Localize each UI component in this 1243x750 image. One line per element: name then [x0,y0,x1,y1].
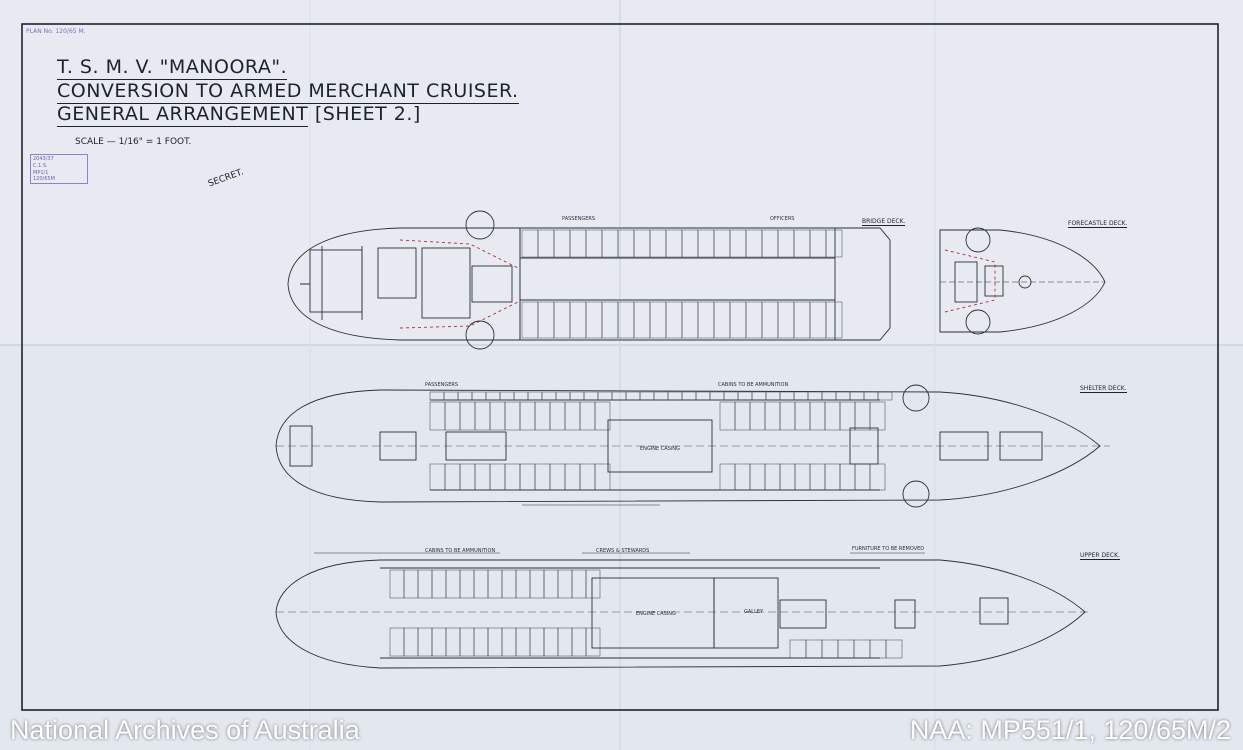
archive-watermark-right: NAA: MP551/1, 120/65M/2 [909,715,1231,745]
drawing-border [21,23,1219,711]
upper-deck-label: UPPER DECK. [1080,552,1120,560]
label-galley: GALLEY [744,609,764,615]
label-engine-casing-upper: ENGINE CASING [636,611,676,617]
label-crew-stewards: CREWS & STEWARDS [596,548,649,554]
title-line-3: GENERAL ARRANGEMENT [SHEET 2.] [57,103,421,127]
archive-watermark-left: National Archives of Australia [10,715,360,745]
label-engine-casing-shelter: ENGINE CASING [640,446,680,452]
cabin-cell [869,401,886,431]
label-cabins-ammunition: CABINS TO BE AMMUNITION [718,382,788,388]
title-line-1: T. S. M. V. "MANOORA". [57,56,288,80]
bridge-deck-plan [287,210,891,350]
cabin-cell [869,463,886,491]
shelter-deck-label: SHELTER DECK. [1080,385,1127,393]
scale-note: SCALE — 1/16" = 1 FOOT. [75,137,192,147]
label-cabins-ammunition-upper: CABINS TO BE AMMUNITION [425,548,495,554]
cabin-cell [594,463,611,491]
forecastle-deck-plan [939,227,1106,335]
cabin-cell [885,639,903,659]
label-passengers-shelter: PASSENGERS [425,382,458,388]
label-officers: OFFICERS [770,216,794,222]
label-passengers: PASSENGERS [562,216,595,222]
cabin-cell [825,229,843,258]
forecastle-deck-label: FORECASTLE DECK. [1068,220,1128,228]
title-line-2: CONVERSION TO ARMED MERCHANT CRUISER. [57,80,519,104]
cabin-cell [594,401,611,431]
cabin-cell [585,627,601,657]
label-furniture: FURNITURE TO BE REMOVED [852,546,924,552]
cabin-cell [585,569,601,599]
bridge-deck-label: BRIDGE DECK. [862,218,906,226]
cabin-cell [877,391,893,401]
cabin-cell [825,301,843,339]
cabin-grid [389,229,903,659]
plan-number: PLAN No. 120/65 M. [26,28,86,35]
